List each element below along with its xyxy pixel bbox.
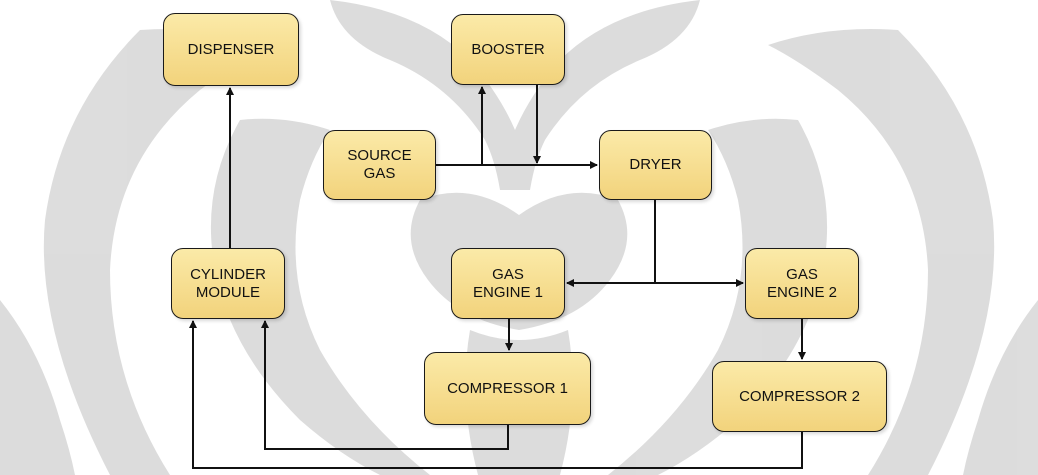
node-compressor-2: COMPRESSOR 2 — [712, 361, 887, 432]
node-dryer: DRYER — [599, 130, 712, 200]
node-cylinder-module: CYLINDER MODULE — [171, 248, 285, 319]
node-compressor-1: COMPRESSOR 1 — [424, 352, 591, 425]
node-booster: BOOSTER — [451, 14, 565, 85]
node-gas-engine-2: GAS ENGINE 2 — [745, 248, 859, 319]
node-dispenser: DISPENSER — [163, 13, 299, 86]
node-gas-engine-1: GAS ENGINE 1 — [451, 248, 565, 319]
node-source-gas: SOURCE GAS — [323, 130, 436, 200]
